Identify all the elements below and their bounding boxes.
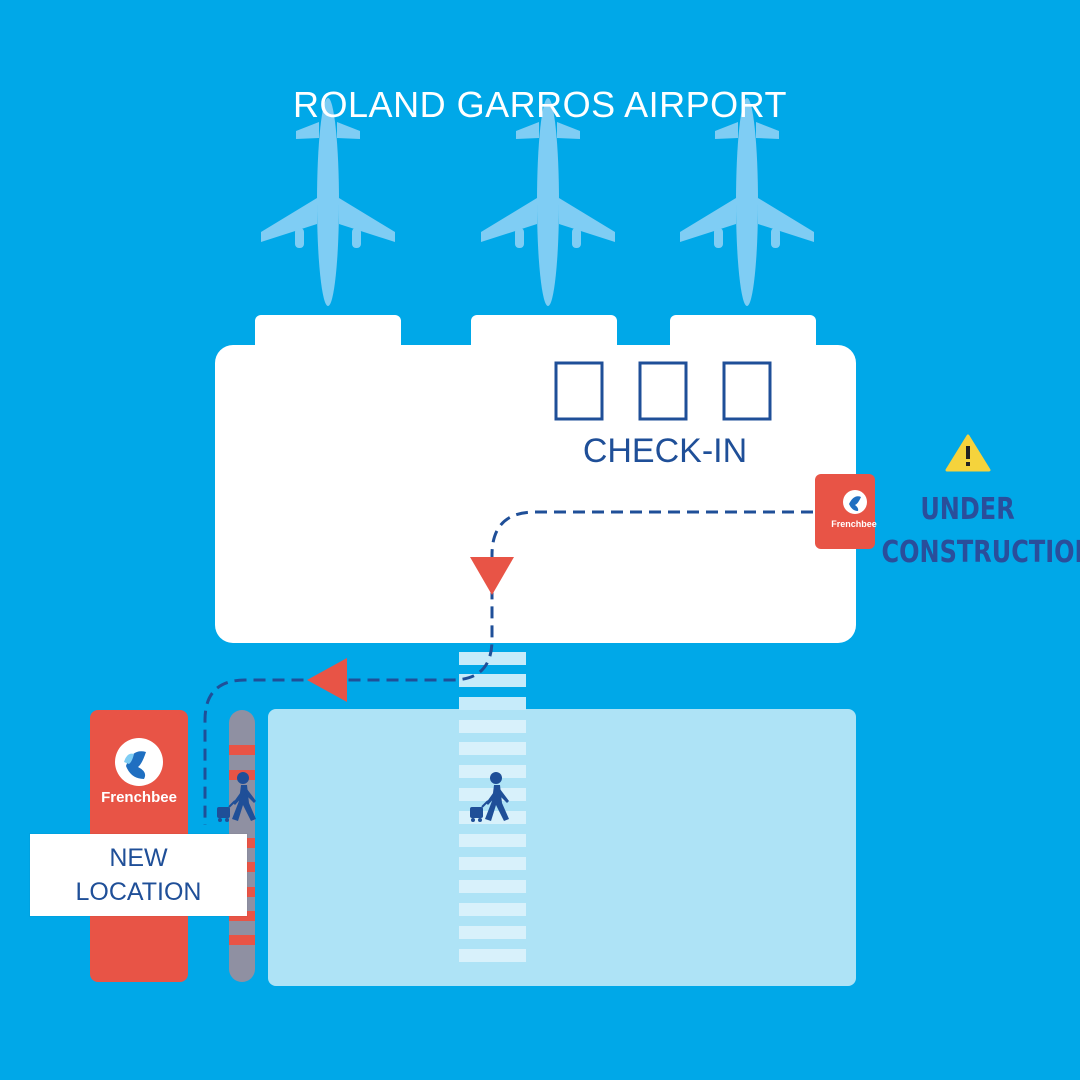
airline-brand-name: Frenchbee xyxy=(101,789,177,806)
airline-brand-small: Frenchbee xyxy=(831,519,877,529)
new-location-line-2: LOCATION xyxy=(75,878,202,906)
warning-icon xyxy=(945,434,991,472)
warning-line-1: UNDER xyxy=(920,492,1015,527)
airplane-icon xyxy=(261,98,395,306)
airplane-icon xyxy=(481,98,615,306)
arrow-down-icon xyxy=(470,557,514,595)
map-title: ROLAND GARROS AIRPORT xyxy=(293,84,787,125)
airplane-icon xyxy=(680,98,814,306)
crosswalk xyxy=(459,652,526,962)
under-construction-label: UNDER CONSTRUCTION xyxy=(881,488,1080,574)
checkin-counter xyxy=(722,361,772,421)
new-location-line-1: NEW xyxy=(109,844,168,872)
warning-line-2: CONSTRUCTION xyxy=(881,535,1080,570)
new-location-label: NEW LOCATION xyxy=(30,834,247,916)
checkin-label: CHECK-IN xyxy=(582,432,748,470)
checkin-counter xyxy=(638,361,688,421)
checkin-counter xyxy=(554,361,604,421)
terminal-building xyxy=(215,315,856,643)
walking-route xyxy=(203,510,813,825)
old-location-badge xyxy=(815,474,875,549)
arrow-left-icon xyxy=(307,658,347,702)
forecourt-area xyxy=(268,709,856,986)
